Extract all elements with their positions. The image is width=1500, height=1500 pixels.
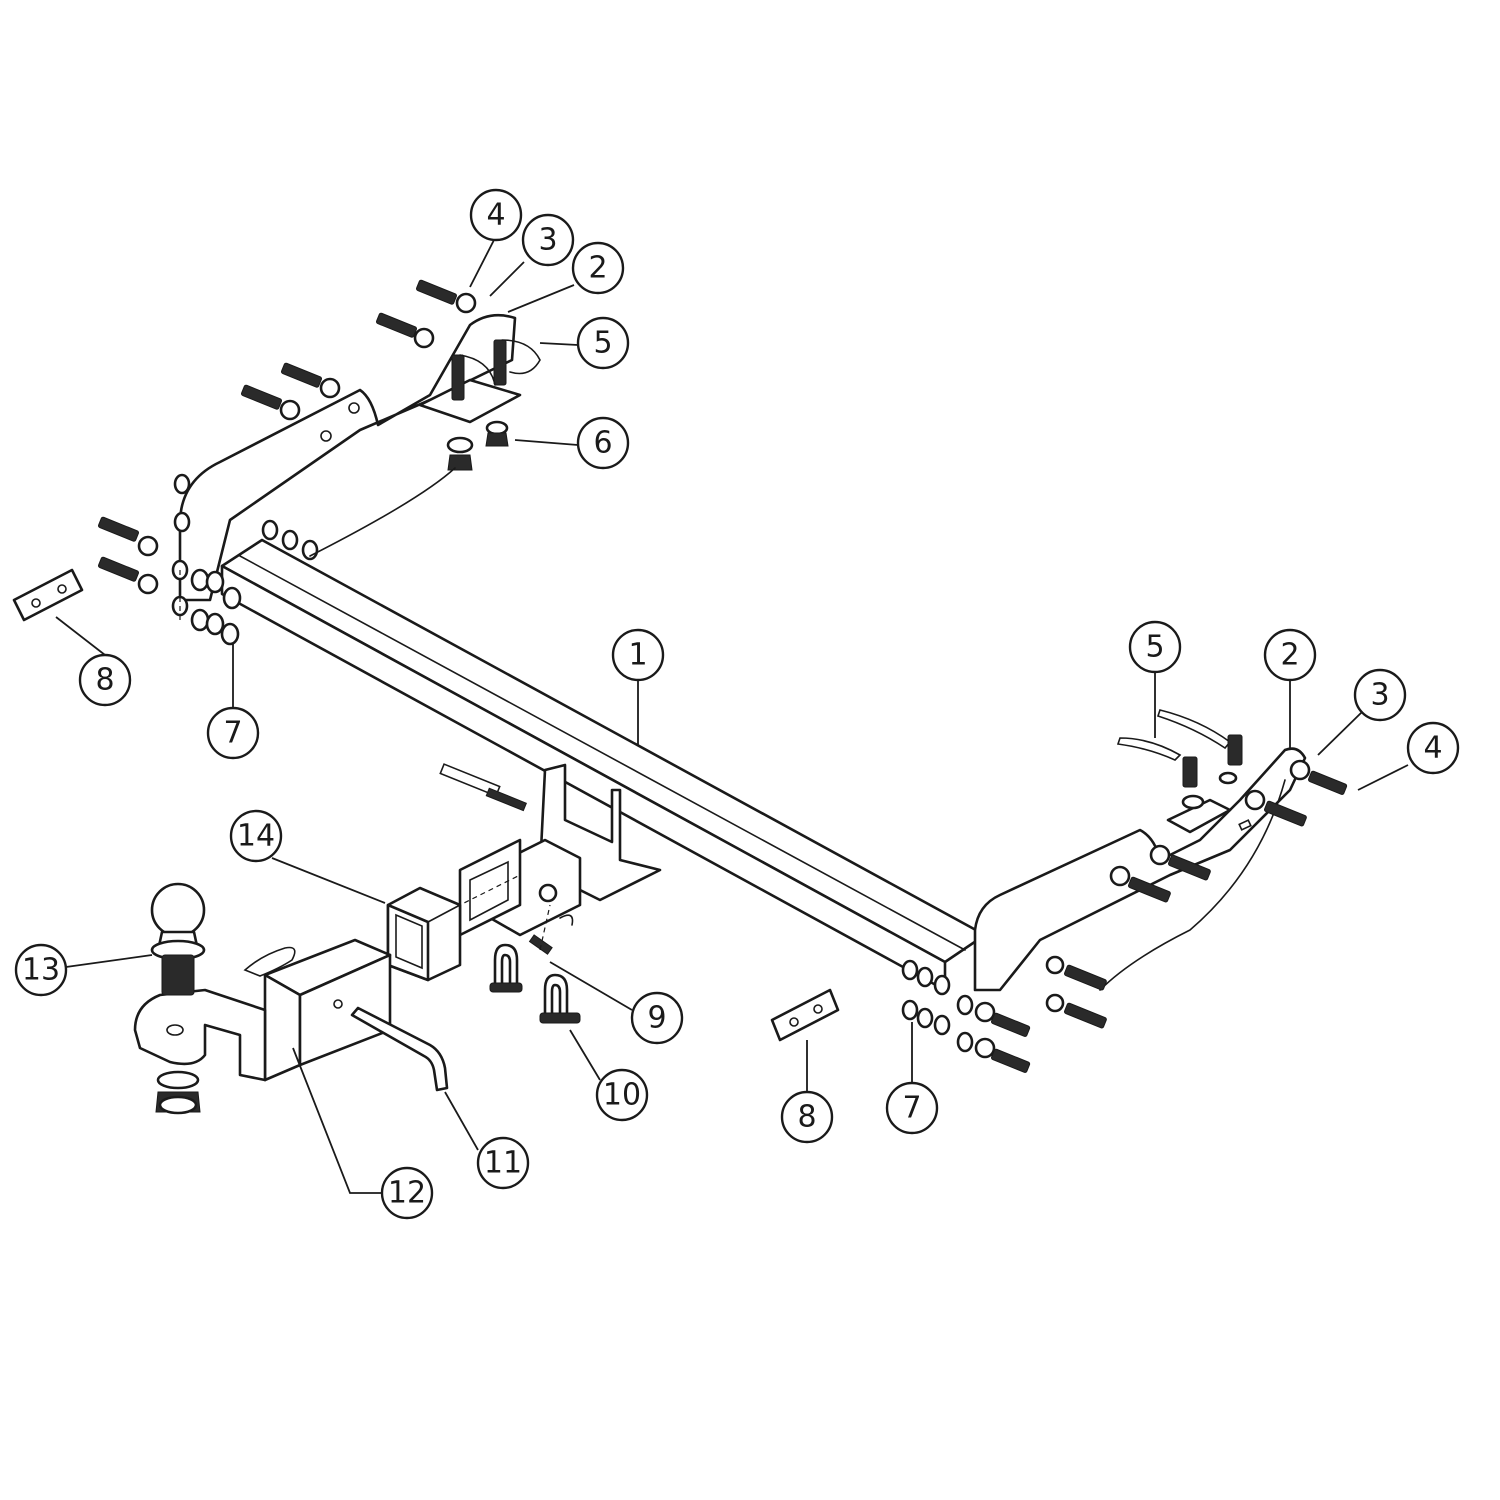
leader-lines (55, 239, 1409, 1194)
callout-8-left: 8 (78, 653, 132, 707)
callout-7-right: 7 (885, 1081, 939, 1135)
callout-10: 10 (595, 1068, 649, 1122)
callout-13: 13 (14, 943, 68, 997)
receiver-assembly (439, 763, 662, 937)
svg-text:7: 7 (902, 1091, 921, 1126)
callout-11: 11 (476, 1136, 530, 1190)
svg-text:13: 13 (22, 953, 60, 988)
callout-9: 9 (630, 991, 684, 1045)
callout-2-top: 2 (571, 241, 625, 295)
right-lock-pins (1116, 709, 1243, 810)
svg-text:1: 1 (628, 638, 647, 673)
right-spacer-plate (770, 988, 840, 1042)
callout-3-top: 3 (521, 213, 575, 267)
callout-14: 14 (229, 809, 283, 863)
callout-5-top: 5 (576, 316, 630, 370)
callout-12: 12 (380, 1166, 434, 1220)
callout-balloons: 4 3 2 5 6 8 7 1 5 2 3 4 14 13 9 10 11 12… (14, 188, 1460, 1220)
svg-text:8: 8 (95, 663, 114, 698)
right-side-bracket (973, 747, 1307, 992)
svg-text:8: 8 (797, 1100, 816, 1135)
svg-text:6: 6 (593, 426, 612, 461)
callout-5-right: 5 (1128, 620, 1182, 674)
receiver-collar (386, 886, 462, 982)
crossbar-tube (220, 538, 987, 992)
svg-text:7: 7 (223, 716, 242, 751)
left-spacer-plate (12, 568, 84, 622)
left-mount-plate (418, 339, 541, 471)
svg-text:4: 4 (1423, 731, 1442, 766)
svg-text:5: 5 (1145, 630, 1164, 665)
callout-8-right: 8 (780, 1090, 834, 1144)
svg-text:3: 3 (1370, 678, 1389, 713)
callout-7-left: 7 (206, 706, 260, 760)
hitch-pin (350, 1006, 449, 1092)
callout-3-right: 3 (1353, 668, 1407, 722)
svg-text:12: 12 (388, 1176, 426, 1211)
svg-text:4: 4 (486, 198, 505, 233)
svg-text:11: 11 (484, 1146, 522, 1181)
svg-text:3: 3 (538, 223, 557, 258)
callout-4-right: 4 (1406, 721, 1460, 775)
right-bolts (901, 759, 1348, 1073)
hitch-ball (150, 882, 206, 1115)
svg-text:9: 9 (647, 1001, 666, 1036)
svg-text:14: 14 (237, 819, 275, 854)
callout-4-top: 4 (469, 188, 523, 242)
ball-mount (133, 938, 392, 1082)
svg-text:10: 10 (603, 1078, 641, 1113)
callout-2-right: 2 (1263, 628, 1317, 682)
callout-1: 1 (611, 628, 665, 682)
svg-text:2: 2 (588, 251, 607, 286)
callout-6: 6 (576, 416, 630, 470)
safety-chain-shackles (489, 934, 581, 1024)
svg-text:2: 2 (1280, 638, 1299, 673)
svg-text:5: 5 (593, 326, 612, 361)
